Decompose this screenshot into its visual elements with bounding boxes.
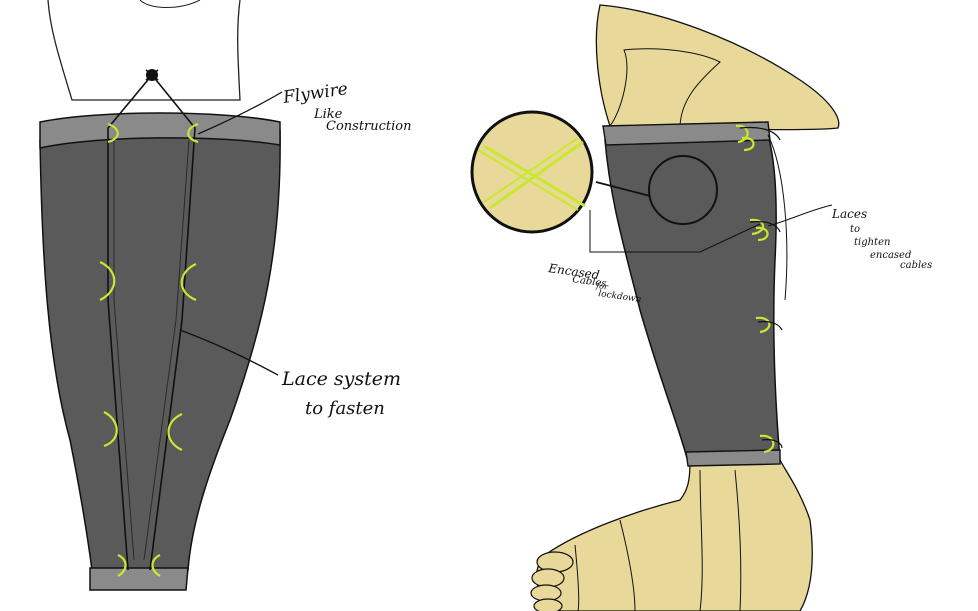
torso-curve	[140, 0, 200, 8]
flywire-label-3: Construction	[326, 119, 412, 134]
thigh	[596, 5, 838, 130]
side-view	[472, 5, 839, 611]
laces-label-2: to	[850, 224, 860, 235]
laces-label-3: tighten	[854, 237, 890, 248]
front-sleeve	[40, 124, 280, 570]
laces-label-5: cables	[900, 260, 932, 271]
laces-leader	[768, 205, 832, 226]
laces-label-1: Laces	[831, 207, 867, 221]
flywire-label-1: Flywire	[281, 79, 349, 108]
lace-system-label-1: Lace system	[281, 368, 401, 390]
front-view	[40, 0, 282, 590]
front-bottom-band	[90, 568, 188, 590]
lace-system-label-2: to fasten	[305, 398, 385, 419]
